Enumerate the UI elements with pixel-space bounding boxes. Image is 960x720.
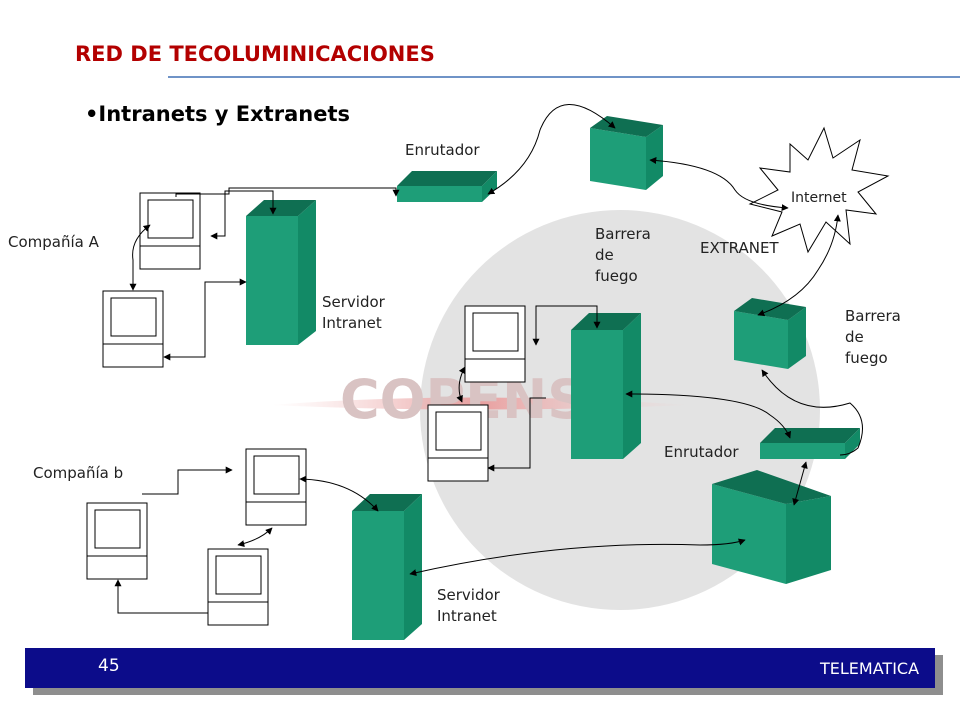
label-company-a: Compañía A <box>8 233 99 251</box>
bullet-heading: •Intranets y Extranets <box>85 102 350 126</box>
label-firewall-right-line3: fuego <box>845 349 888 367</box>
label-firewall-mid-line2: de <box>595 246 614 264</box>
label-server-a: Servidor Intranet <box>322 292 385 334</box>
label-router-top: Enrutador <box>405 141 480 159</box>
workstation-b1 <box>245 448 307 526</box>
label-server-a-line2: Intranet <box>322 314 382 332</box>
workstation-a1 <box>139 192 201 270</box>
footer-bar <box>25 648 935 688</box>
page-title: RED DE TECOLUMINICACIONES <box>75 42 435 66</box>
firewall-tower-mid <box>571 313 641 459</box>
label-router-bottom: Enrutador <box>664 443 739 461</box>
label-firewall-right: Barrera de fuego <box>845 306 901 369</box>
title-underline <box>168 76 960 78</box>
label-firewall-mid-line1: Barrera <box>595 225 651 243</box>
label-server-b-line2: Intranet <box>437 607 497 625</box>
label-server-b-line1: Servidor <box>437 586 500 604</box>
label-firewall-right-line1: Barrera <box>845 307 901 325</box>
label-company-b: Compañía b <box>33 464 124 482</box>
label-extranet: EXTRANET <box>700 239 779 257</box>
label-server-b: Servidor Intranet <box>437 585 500 627</box>
server-b <box>352 494 422 640</box>
workstation-b3 <box>207 548 269 626</box>
server-a <box>246 200 316 345</box>
workstation-a2 <box>102 290 164 368</box>
label-firewall-right-line2: de <box>845 328 864 346</box>
label-internet: Internet <box>791 190 847 206</box>
connections <box>114 104 863 614</box>
workstation-m1 <box>464 305 526 383</box>
label-firewall-mid: Barrera de fuego <box>595 224 651 287</box>
firewall-cube-top <box>590 116 663 190</box>
label-server-a-line1: Servidor <box>322 293 385 311</box>
workstation-b2 <box>86 502 148 580</box>
footer-label: TELEMATICA <box>820 659 920 678</box>
page-number: 45 <box>98 656 120 676</box>
switch-cube-bottom <box>712 470 831 584</box>
router-top <box>397 171 497 202</box>
label-firewall-mid-line3: fuego <box>595 267 638 285</box>
workstation-m2 <box>427 404 489 482</box>
firewall-cube-right <box>734 298 806 369</box>
